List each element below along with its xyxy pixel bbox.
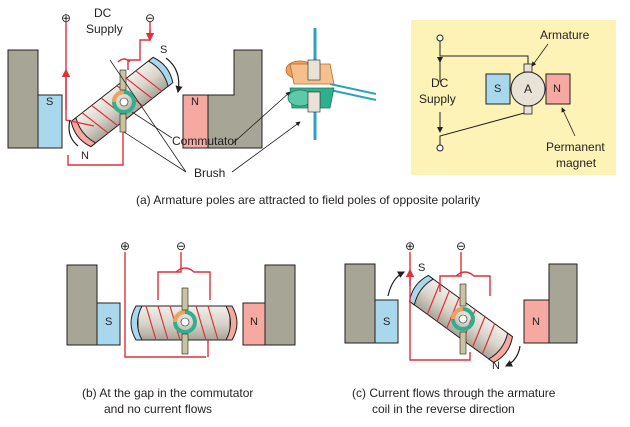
panel-a-brush-bottom: [119, 113, 127, 133]
panel-a-brush-top: [119, 69, 127, 91]
panel-a: [7, 22, 301, 173]
panel-b-minus-terminal: ⊖: [175, 239, 187, 253]
panel-c-armature-pole-n: N: [492, 360, 500, 372]
panel-c-armature-pole-s: S: [418, 262, 426, 274]
panel-b-plus-terminal: ⊕: [119, 239, 131, 253]
motor-symbol: [510, 71, 546, 107]
commutator-detail: [285, 28, 377, 140]
panel-a-field-pole-s: S: [46, 96, 54, 108]
caption-c-line1: (c) Current flows through the armature: [352, 386, 556, 400]
panel-a-armature-pole-n: N: [81, 150, 89, 162]
panel-b-field-pole-n: N: [250, 316, 258, 328]
caption-b-line1: (b) At the gap in the commutator: [82, 386, 254, 400]
caption-c-line2: coil in the reverse direction: [372, 402, 515, 416]
schematic: [411, 20, 616, 175]
schematic-pole-s: S: [494, 83, 502, 95]
panel-c-minus-terminal: ⊖: [455, 239, 467, 253]
panel-a-supply-label-line2: Supply: [86, 22, 123, 36]
panel-a-supply-label-line1: DC: [94, 6, 112, 20]
panel-a-armature-pole-s: S: [160, 44, 168, 56]
panel-c: [344, 252, 578, 367]
schematic-pole-n: N: [553, 83, 561, 95]
panel-a-plus-terminal: ⊕: [60, 11, 72, 25]
schematic-supply-line2: Supply: [419, 92, 456, 106]
caption-b-line2: and no current flows: [104, 402, 213, 416]
panel-c-field-pole-n: N: [532, 316, 540, 328]
panel-a-right-pole-face: [182, 94, 209, 149]
panel-b: [66, 252, 296, 358]
schematic-armature-label: Armature: [540, 28, 590, 42]
brush-label: Brush: [194, 166, 226, 180]
panel-a-left-pole-face: [37, 94, 63, 149]
schematic-supply-line1: DC: [431, 76, 449, 90]
panel-c-field-pole-s: S: [383, 316, 391, 328]
schematic-magnet-line2: magnet: [556, 156, 597, 170]
panel-a-minus-terminal: ⊖: [144, 11, 156, 25]
schematic-magnet-line1: Permanent: [546, 140, 605, 154]
panel-a-field-pole-n: N: [191, 96, 199, 108]
commutator-label: Commutator: [172, 134, 239, 148]
schematic-motor-letter: A: [524, 82, 533, 96]
caption-a: (a) Armature poles are attracted to fiel…: [136, 193, 481, 207]
panel-b-field-pole-s: S: [105, 316, 113, 328]
panel-c-plus-terminal: ⊕: [404, 239, 416, 253]
